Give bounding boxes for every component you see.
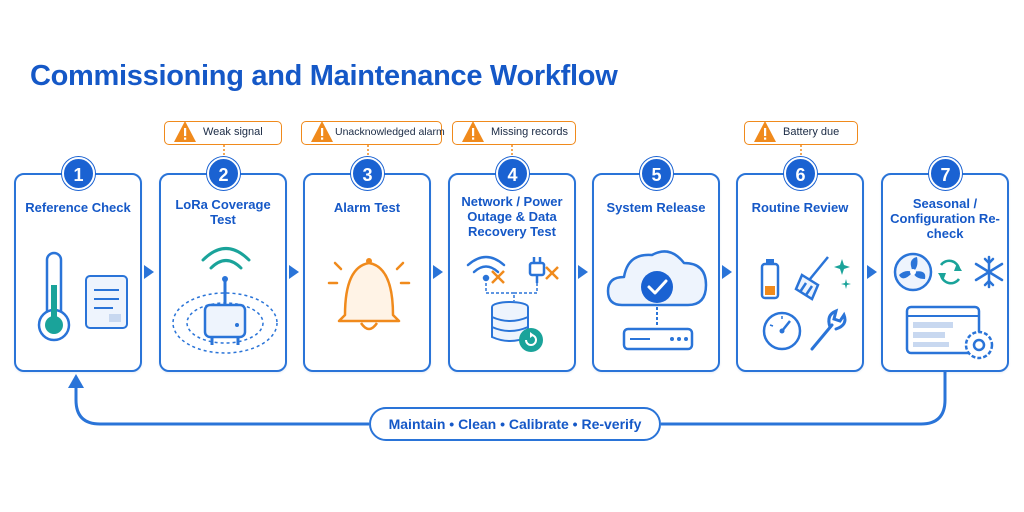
battery-low-icon <box>760 259 780 300</box>
step-number-5: 5 <box>640 157 673 190</box>
gauge-icon <box>762 311 802 351</box>
warning-icon <box>754 121 776 142</box>
step-number-1: 1 <box>62 157 95 190</box>
step-2-icons <box>172 247 278 354</box>
warning-connectors <box>223 145 802 157</box>
step-card-2: LoRa Coverage Test <box>159 173 287 372</box>
power-plug-off-icon <box>528 257 546 283</box>
broom-icon <box>794 256 829 301</box>
warning-icon <box>462 121 484 142</box>
sparkle-icons <box>834 259 851 289</box>
server-icon <box>622 327 694 351</box>
arrow-6-7 <box>867 265 877 279</box>
step-number-3: 3 <box>351 157 384 190</box>
dashed-links <box>485 283 538 301</box>
warning-text: Battery due <box>783 126 840 138</box>
arrow-5-6 <box>722 265 732 279</box>
bell-icon <box>337 258 401 331</box>
warning-icon <box>311 121 333 142</box>
step-5-icons <box>606 250 708 351</box>
wifi-off-icon <box>466 255 506 282</box>
step-4-icons <box>466 255 559 352</box>
warning-text: Weak signal <box>203 126 263 138</box>
step-label: Alarm Test <box>333 200 401 215</box>
step-card-3: Alarm Test <box>303 173 431 372</box>
step-card-1: Reference Check <box>14 173 142 372</box>
step-card-5: System Release <box>592 173 720 372</box>
step-label: Seasonal / Configuration Re-check <box>890 196 1000 241</box>
warning-text: Missing records <box>491 126 569 138</box>
refresh-icon <box>938 259 962 285</box>
step-label: Network / Power Outage & Data Recovery T… <box>461 194 563 239</box>
step-number-4: 4 <box>496 157 529 190</box>
snowflake-icon <box>974 255 1004 289</box>
maintenance-loop-label: Maintain • Clean • Calibrate • Re-verify <box>369 407 661 441</box>
step-arrows <box>144 265 877 279</box>
step-label: Reference Check <box>25 200 131 215</box>
warning-weak-signal: Weak signal <box>164 121 282 145</box>
warning-battery-due: Battery due <box>744 121 858 145</box>
lora-gateway-icon <box>203 276 247 345</box>
step-card-6: Routine Review <box>736 173 864 372</box>
arrow-4-5 <box>578 265 588 279</box>
fan-icon <box>893 252 933 292</box>
step-number-2: 2 <box>207 157 240 190</box>
page-title: Commissioning and Maintenance Workflow <box>30 60 618 92</box>
warning-unacknowledged-alarm: Unacknowledged alarm <box>301 121 445 145</box>
loop-path <box>74 372 947 426</box>
step-6-icons <box>760 256 851 351</box>
warning-missing-records: Missing records <box>452 121 576 145</box>
document-icon <box>85 275 128 329</box>
step-number-6: 6 <box>784 157 817 190</box>
step-card-7: Seasonal / Configuration Re-check <box>881 173 1009 372</box>
warning-icon <box>174 121 196 142</box>
wrench-icon <box>810 308 847 351</box>
arrow-2-3 <box>289 265 299 279</box>
warning-text: Unacknowledged alarm <box>335 126 445 138</box>
database-restore-icon <box>491 301 543 352</box>
thermometer-icon <box>37 251 71 342</box>
x-mark <box>491 270 505 284</box>
wifi-signal-icon <box>201 247 251 270</box>
step-label: LoRa Coverage Test <box>175 197 271 227</box>
step-card-4: Network / Power Outage & Data Recovery T… <box>448 173 576 372</box>
step-label: Routine Review <box>751 200 849 215</box>
step-3-icons <box>327 258 411 331</box>
step-number-7: 7 <box>929 157 962 190</box>
cloud-check-icon <box>606 250 708 307</box>
arrow-3-4 <box>433 265 443 279</box>
arrow-1-2 <box>144 265 154 279</box>
loop-arrowhead <box>68 374 84 388</box>
settings-window-icon <box>905 305 994 360</box>
x-mark <box>545 266 559 280</box>
ring-lines <box>327 261 411 285</box>
step-1-icons <box>37 251 128 342</box>
step-label: System Release <box>606 200 706 215</box>
step-7-icons <box>893 252 1004 360</box>
